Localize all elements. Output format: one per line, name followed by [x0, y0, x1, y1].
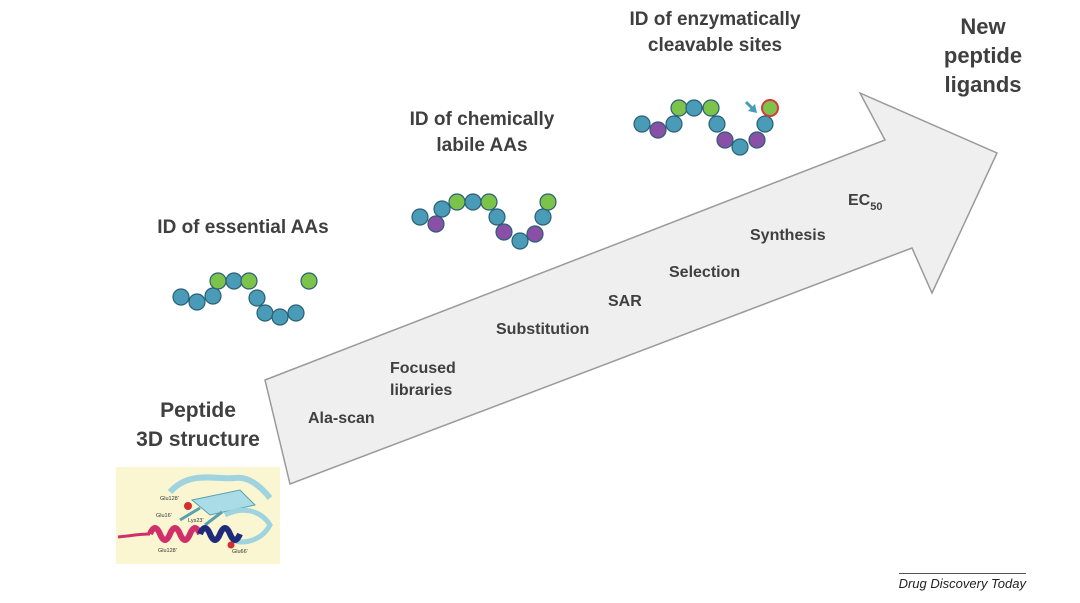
amino-acid-bead — [526, 225, 544, 243]
structure-label-c: Lys23' — [188, 518, 204, 524]
heading-peptide-3d-line2: 3D structure — [136, 428, 260, 451]
amino-acid-bead — [748, 131, 766, 149]
amino-acid-bead — [731, 138, 749, 156]
step-sar: SAR — [608, 293, 642, 310]
amino-acid-bead — [670, 99, 688, 117]
amino-acid-bead — [480, 193, 498, 211]
amino-acid-bead — [716, 131, 734, 149]
heading-enzymatic-line2: cleavable sites — [648, 35, 782, 56]
amino-acid-bead — [300, 272, 318, 290]
amino-acid-bead — [708, 115, 726, 133]
step-ec50-sub: 50 — [870, 201, 882, 213]
peptide-chain-enzymatic — [633, 99, 779, 156]
amino-acid-bead — [761, 99, 779, 117]
heading-peptide-3d-line1: Peptide — [160, 399, 236, 422]
progress-arrow — [264, 91, 999, 486]
amino-acid-bead — [240, 272, 258, 290]
structure-label-d: Glu128' — [158, 548, 177, 554]
step-synthesis: Synthesis — [750, 227, 826, 244]
step-selection: Selection — [669, 264, 740, 281]
amino-acid-bead — [225, 272, 243, 290]
heading-chemically-labile-line2: labile AAs — [436, 135, 527, 156]
structure-label-e: Glu66' — [232, 549, 248, 555]
amino-acid-bead — [633, 115, 651, 133]
peptide-chain-chemical — [411, 193, 557, 250]
amino-acid-bead — [495, 223, 513, 241]
step-ec50: EC50 — [848, 192, 882, 213]
credit-journal: Drug Discovery Today — [898, 573, 1026, 591]
heading-essential-aas: ID of essential AAs — [157, 217, 328, 238]
amino-acid-bead — [702, 99, 720, 117]
amino-acid-bead — [448, 193, 466, 211]
heading-new-ligands-line2: peptide — [944, 43, 1022, 68]
step-focused-libraries-line2: libraries — [390, 382, 452, 399]
amino-acid-bead — [172, 288, 190, 306]
heading-chemically-labile-line1: ID of chemically — [410, 109, 555, 130]
step-ala-scan: Ala-scan — [308, 410, 375, 427]
peptide-chain-essential — [172, 272, 318, 326]
amino-acid-bead — [534, 208, 552, 226]
heading-enzymatic-line1: ID of enzymatically — [629, 9, 800, 30]
heading-new-ligands-line3: ligands — [944, 72, 1021, 97]
amino-acid-bead — [665, 115, 683, 133]
amino-acid-bead — [539, 193, 557, 211]
amino-acid-bead — [427, 215, 445, 233]
amino-acid-bead — [256, 304, 274, 322]
amino-acid-bead — [756, 115, 774, 133]
protein-structure-image: Glu128' Glu16' Lys23' Glu128' Glu66' — [116, 467, 280, 564]
amino-acid-bead — [271, 308, 289, 326]
step-focused-libraries-line1: Focused — [390, 360, 456, 377]
amino-acid-bead — [204, 287, 222, 305]
amino-acid-bead — [287, 304, 305, 322]
structure-label-a: Glu128' — [160, 496, 179, 502]
amino-acid-bead — [649, 121, 667, 139]
amino-acid-bead — [488, 208, 506, 226]
cleavage-arrow-icon — [744, 100, 757, 113]
amino-acid-bead — [209, 272, 227, 290]
structure-label-b: Glu16' — [156, 513, 172, 519]
amino-acid-bead — [464, 193, 482, 211]
amino-acid-bead — [248, 289, 266, 307]
amino-acid-bead — [685, 99, 703, 117]
amino-acid-bead — [188, 293, 206, 311]
amino-acid-bead — [433, 200, 451, 218]
step-substitution: Substitution — [496, 321, 589, 338]
step-ec50-main: EC — [848, 192, 871, 209]
amino-acid-bead — [411, 208, 429, 226]
amino-acid-bead — [511, 232, 529, 250]
heading-new-ligands-line1: New — [960, 14, 1006, 39]
